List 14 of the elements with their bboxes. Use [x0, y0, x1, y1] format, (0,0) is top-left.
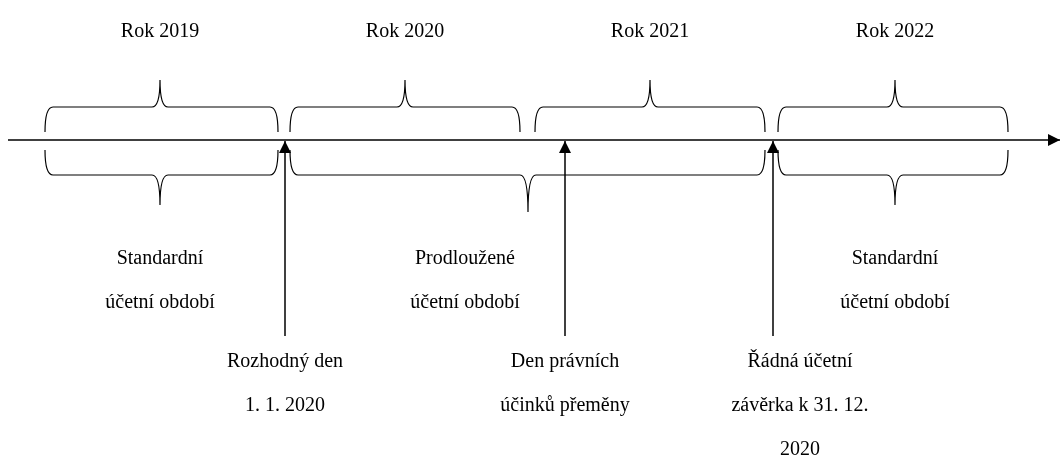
year-label: Rok 2019 [119, 18, 201, 43]
pointer-arrow [767, 140, 779, 337]
timeline-axis [7, 134, 1061, 146]
period-label: Standardní účetní období [839, 245, 951, 314]
pointer-arrow [279, 140, 291, 337]
year-label: Rok 2022 [854, 18, 936, 43]
period-label: Prodloužené účetní období [409, 245, 521, 314]
annotation-text: Rozhodný den 1. 1. 2020 [220, 338, 350, 426]
year-label: Rok 2020 [364, 18, 446, 43]
period-label: Standardní účetní období [104, 245, 216, 314]
annotation-text: Řádná účetní závěrka k 31. 12. 2020 [730, 338, 870, 461]
annotation-text: Den právních účinků přeměny [490, 338, 640, 426]
pointer-arrow [559, 140, 571, 337]
year-label: Rok 2021 [609, 18, 691, 43]
